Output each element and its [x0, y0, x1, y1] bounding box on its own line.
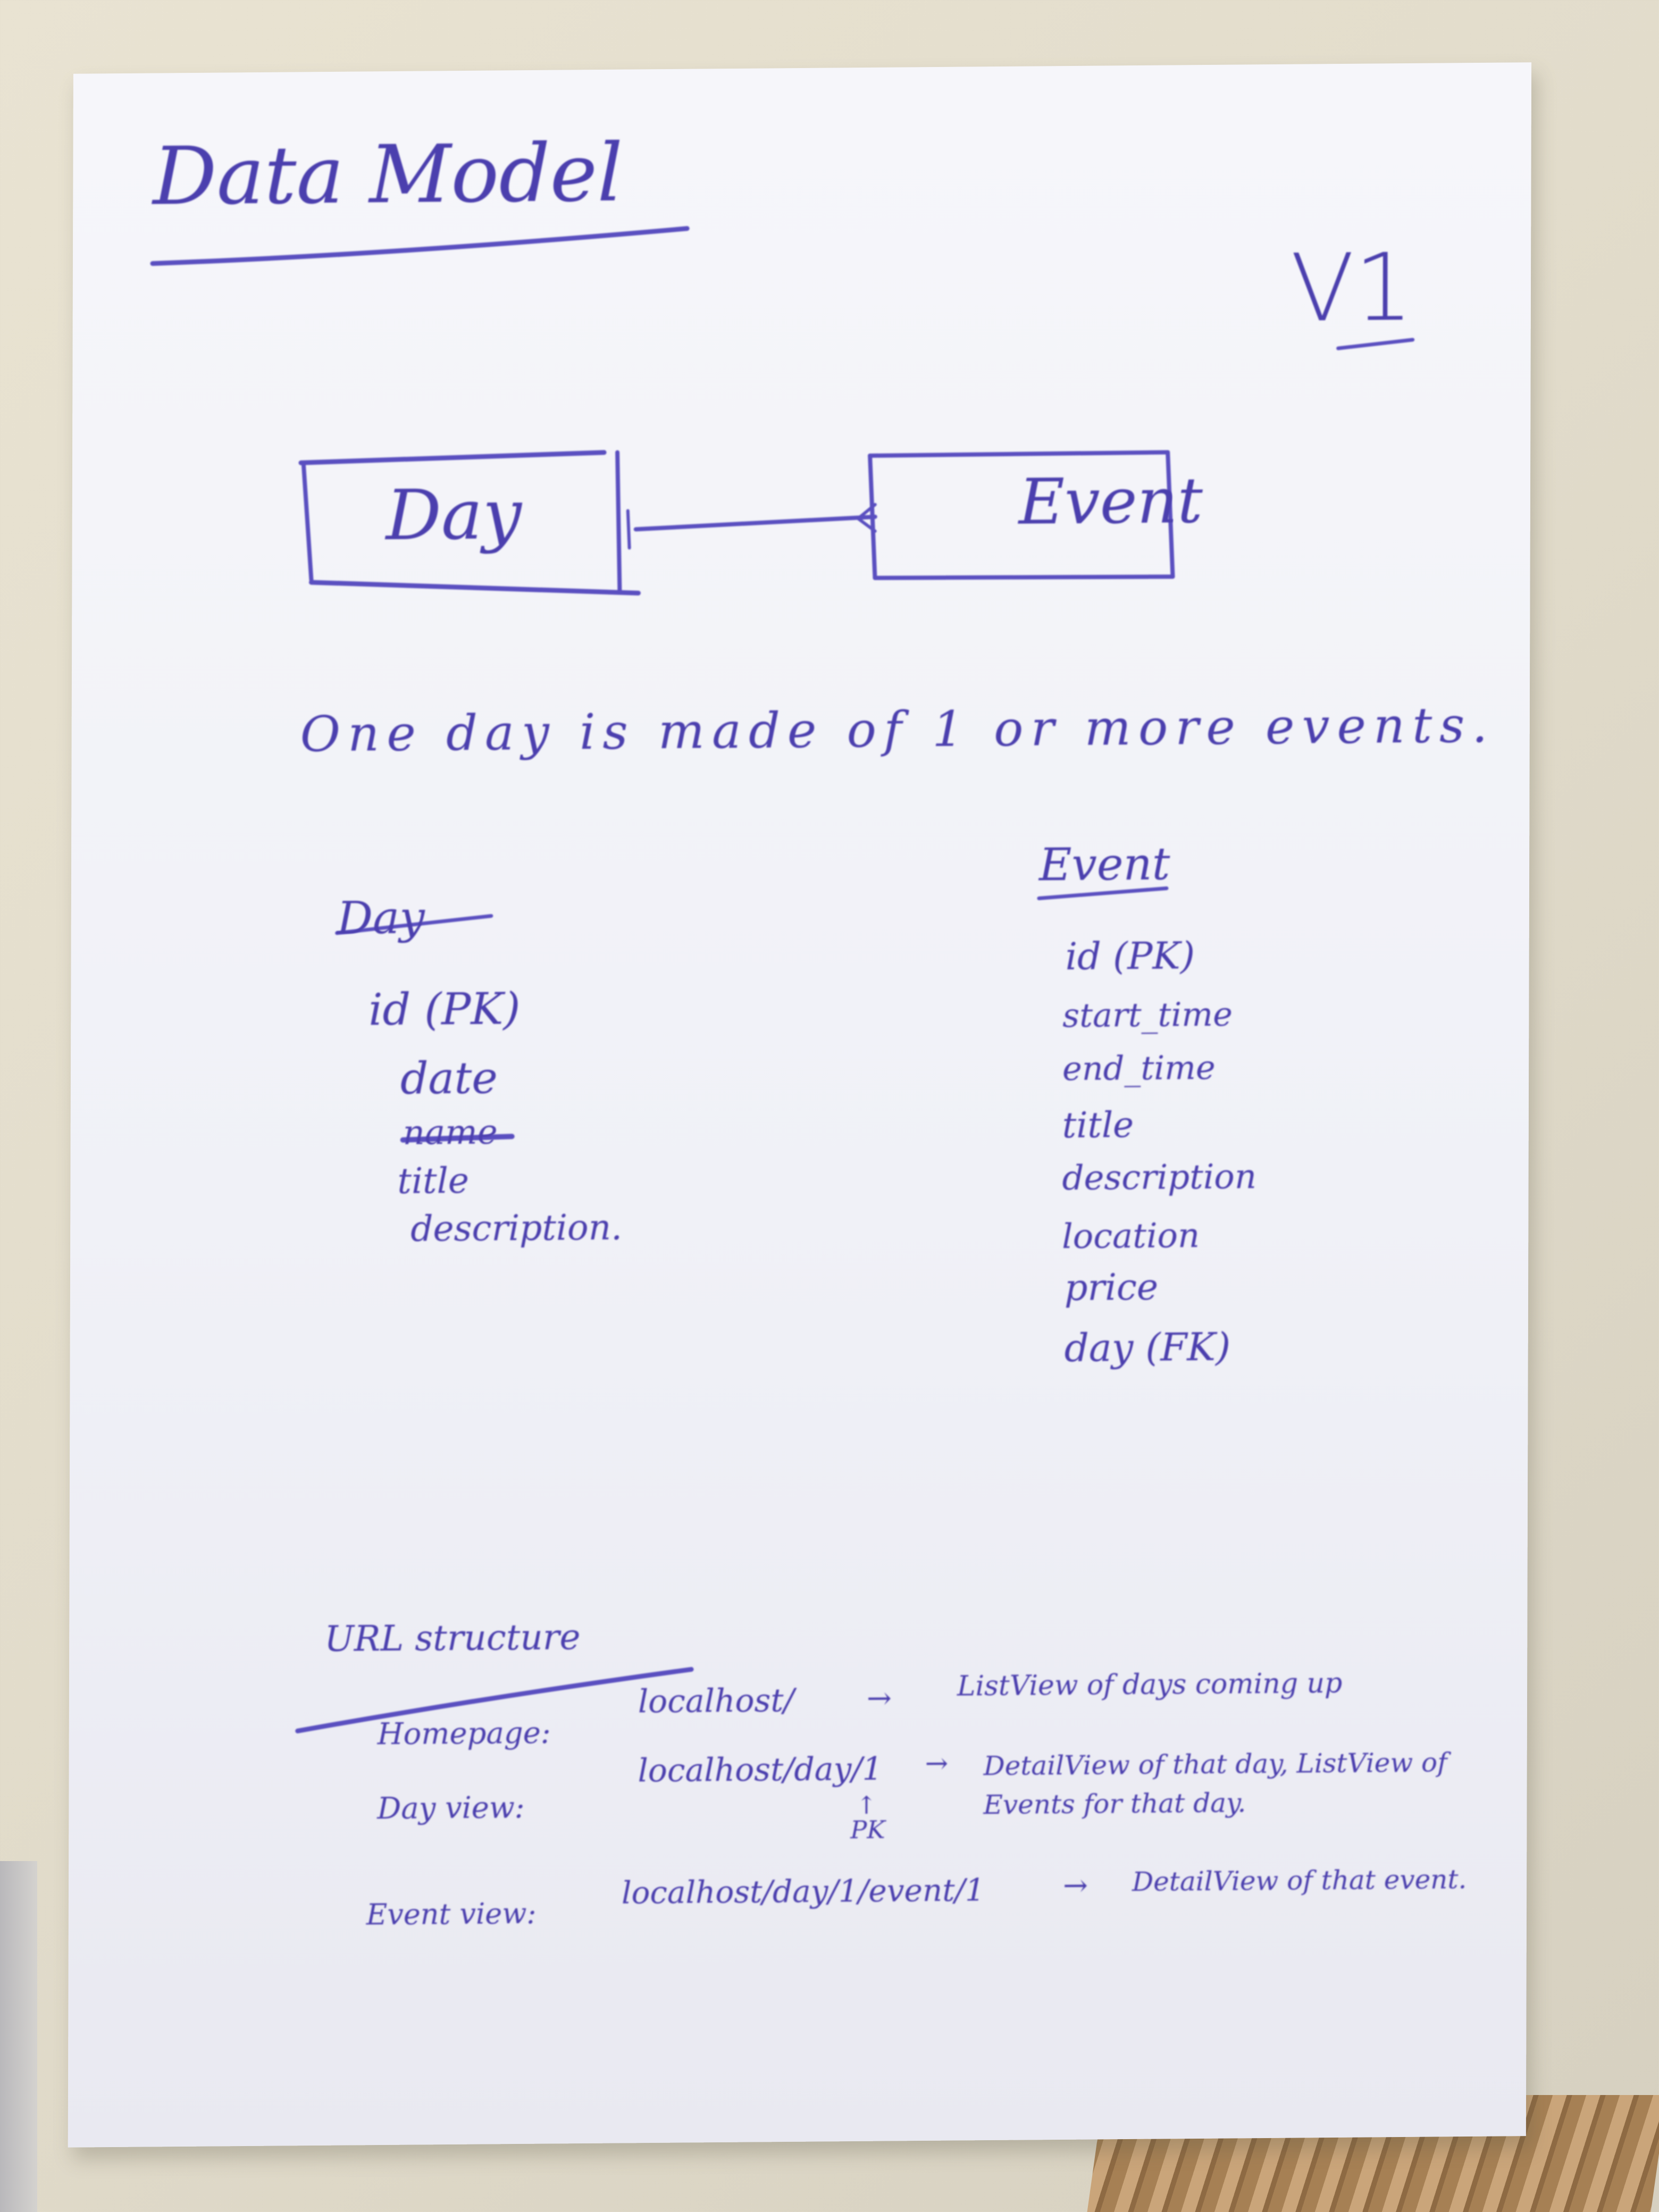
relationship-note: One day is made of 1 or more events.: [300, 696, 1495, 763]
wall-edge: [0, 1861, 37, 2212]
er-entity-event: Event: [1018, 464, 1203, 539]
title-underline: [150, 226, 690, 266]
many-mark: [855, 502, 877, 533]
day-field: description.: [410, 1206, 623, 1250]
event-field: day (FK): [1064, 1324, 1231, 1371]
one-mark: [626, 509, 631, 550]
arrow-icon: →: [1062, 1868, 1088, 1903]
event-field: description: [1062, 1157, 1257, 1199]
url-row-desc: DetailView of that event.: [1132, 1864, 1467, 1897]
arrow-icon: →: [866, 1681, 892, 1716]
url-row-path: localhost/day/1/event/1: [621, 1872, 985, 1911]
url-row-label: Homepage:: [377, 1715, 551, 1752]
event-field: end_time: [1062, 1048, 1216, 1088]
pk-note: ↑ PK: [850, 1790, 885, 1845]
url-row-desc: DetailView of that day, ListView of Even…: [983, 1747, 1447, 1820]
event-field: title: [1062, 1104, 1134, 1146]
event-field: id (PK): [1065, 934, 1195, 979]
pen-strokes: [150, 226, 1415, 1733]
url-row-label: Day view:: [377, 1790, 525, 1826]
page-title: Data Model: [153, 127, 623, 223]
day-field-struck: name: [403, 1112, 498, 1153]
paper-sheet: Data Model V1 Day Event One day is made …: [68, 62, 1532, 2148]
arrow-icon: →: [925, 1747, 949, 1780]
day-field: id (PK): [368, 984, 521, 1036]
day-attributes-heading: Day: [337, 891, 425, 944]
day-box-right: [615, 450, 622, 593]
url-structure-heading: URL structure: [324, 1616, 581, 1660]
event-attributes-heading: Event: [1038, 837, 1170, 891]
version-underline: [1336, 338, 1415, 350]
er-entity-day: Day: [386, 474, 522, 556]
day-field: date: [400, 1053, 498, 1104]
url-row-label: Event view:: [366, 1896, 537, 1932]
url-heading-underline: [295, 1666, 694, 1733]
strikethrough-name: [400, 1134, 515, 1143]
version-label: V1: [1290, 233, 1414, 343]
relationship-line: [633, 514, 877, 532]
event-field: start_time: [1062, 994, 1233, 1035]
event-field: price: [1064, 1266, 1159, 1310]
day-field: title: [397, 1160, 469, 1202]
url-row-path: localhost/: [638, 1681, 794, 1721]
url-row-path: localhost/day/1: [638, 1750, 883, 1790]
event-field: location: [1062, 1216, 1200, 1257]
url-row-desc: ListView of days coming up: [957, 1667, 1343, 1703]
